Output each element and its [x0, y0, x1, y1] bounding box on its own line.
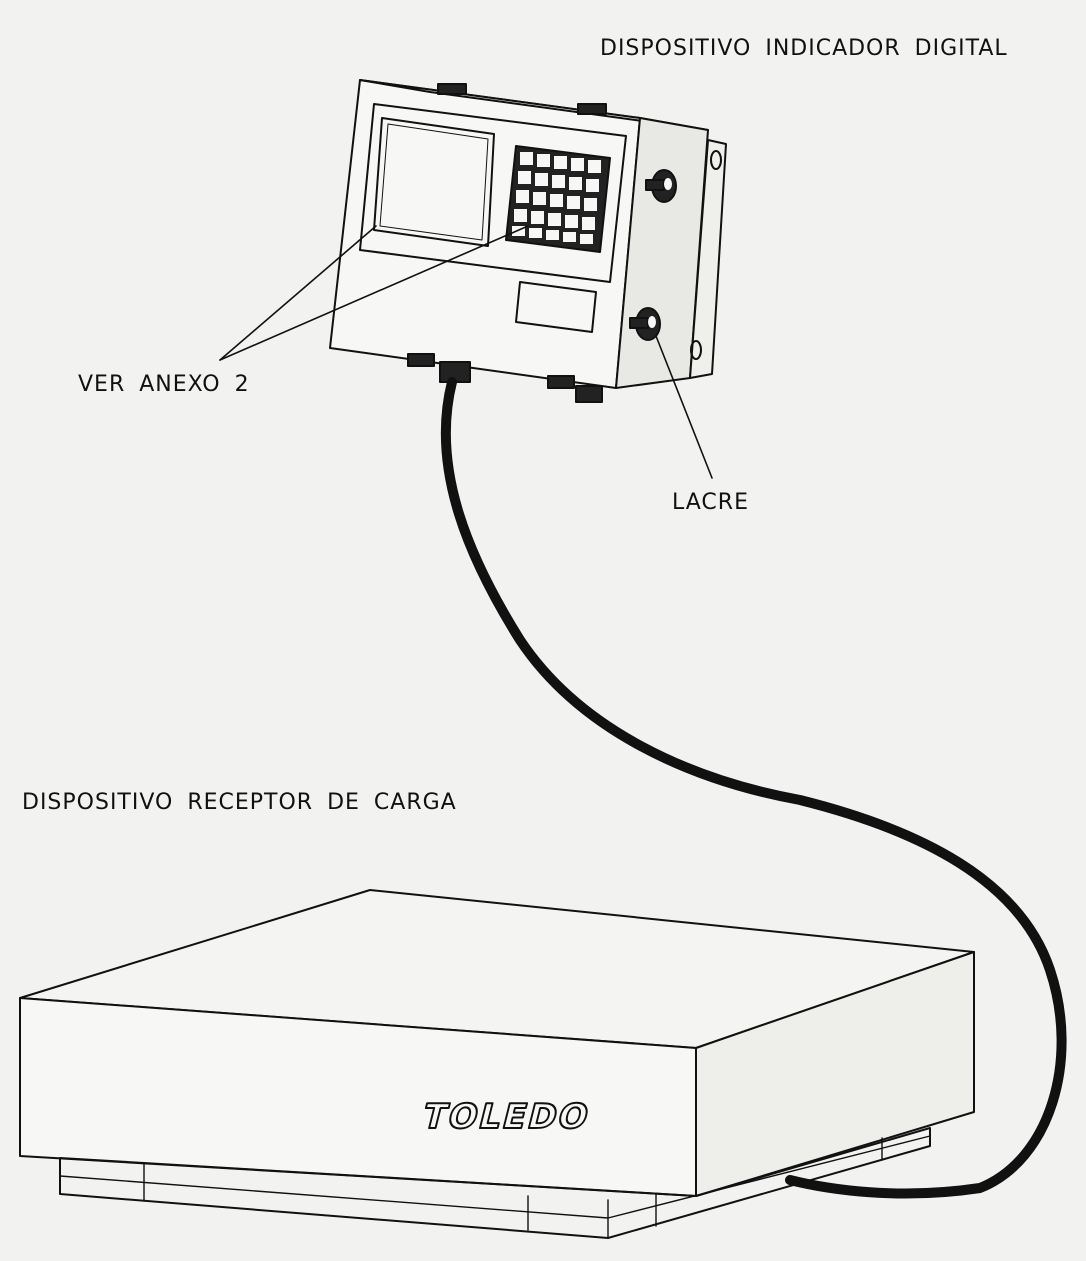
- indicator-keypad: [505, 145, 611, 253]
- brand-logo: TOLEDO: [419, 1097, 595, 1136]
- indicator-display-window: [373, 117, 495, 247]
- label-indicator-device: DISPOSITIVO INDICADOR DIGITAL: [600, 36, 1008, 61]
- indicator-display-inner: [379, 123, 489, 241]
- indicator-mount-bracket: [689, 139, 727, 379]
- label-see-annex: VER ANEXO 2: [78, 372, 250, 397]
- indicator-foot: [547, 375, 575, 389]
- seal-knob-upper: [645, 169, 677, 203]
- indicator-plate: [515, 281, 597, 333]
- label-load-receptor: DISPOSITIVO RECEPTOR DE CARGA: [22, 790, 457, 815]
- seal-knob-lower: [629, 307, 661, 341]
- bracket-hole-icon: [710, 150, 722, 170]
- connection-cable: [440, 377, 1067, 1199]
- leader-lines: [219, 225, 713, 479]
- load-receptor-device: [19, 889, 975, 1239]
- indicator-foot: [407, 353, 435, 367]
- digital-indicator-device: [329, 79, 727, 403]
- indicator-top-clip: [577, 103, 607, 115]
- platform-side-face: [695, 951, 975, 1197]
- indicator-panel-frame: [359, 103, 627, 283]
- indicator-foot: [575, 385, 603, 403]
- bracket-hole-icon: [690, 340, 702, 360]
- indicator-top-clip: [437, 83, 467, 95]
- label-seal: LACRE: [672, 490, 749, 515]
